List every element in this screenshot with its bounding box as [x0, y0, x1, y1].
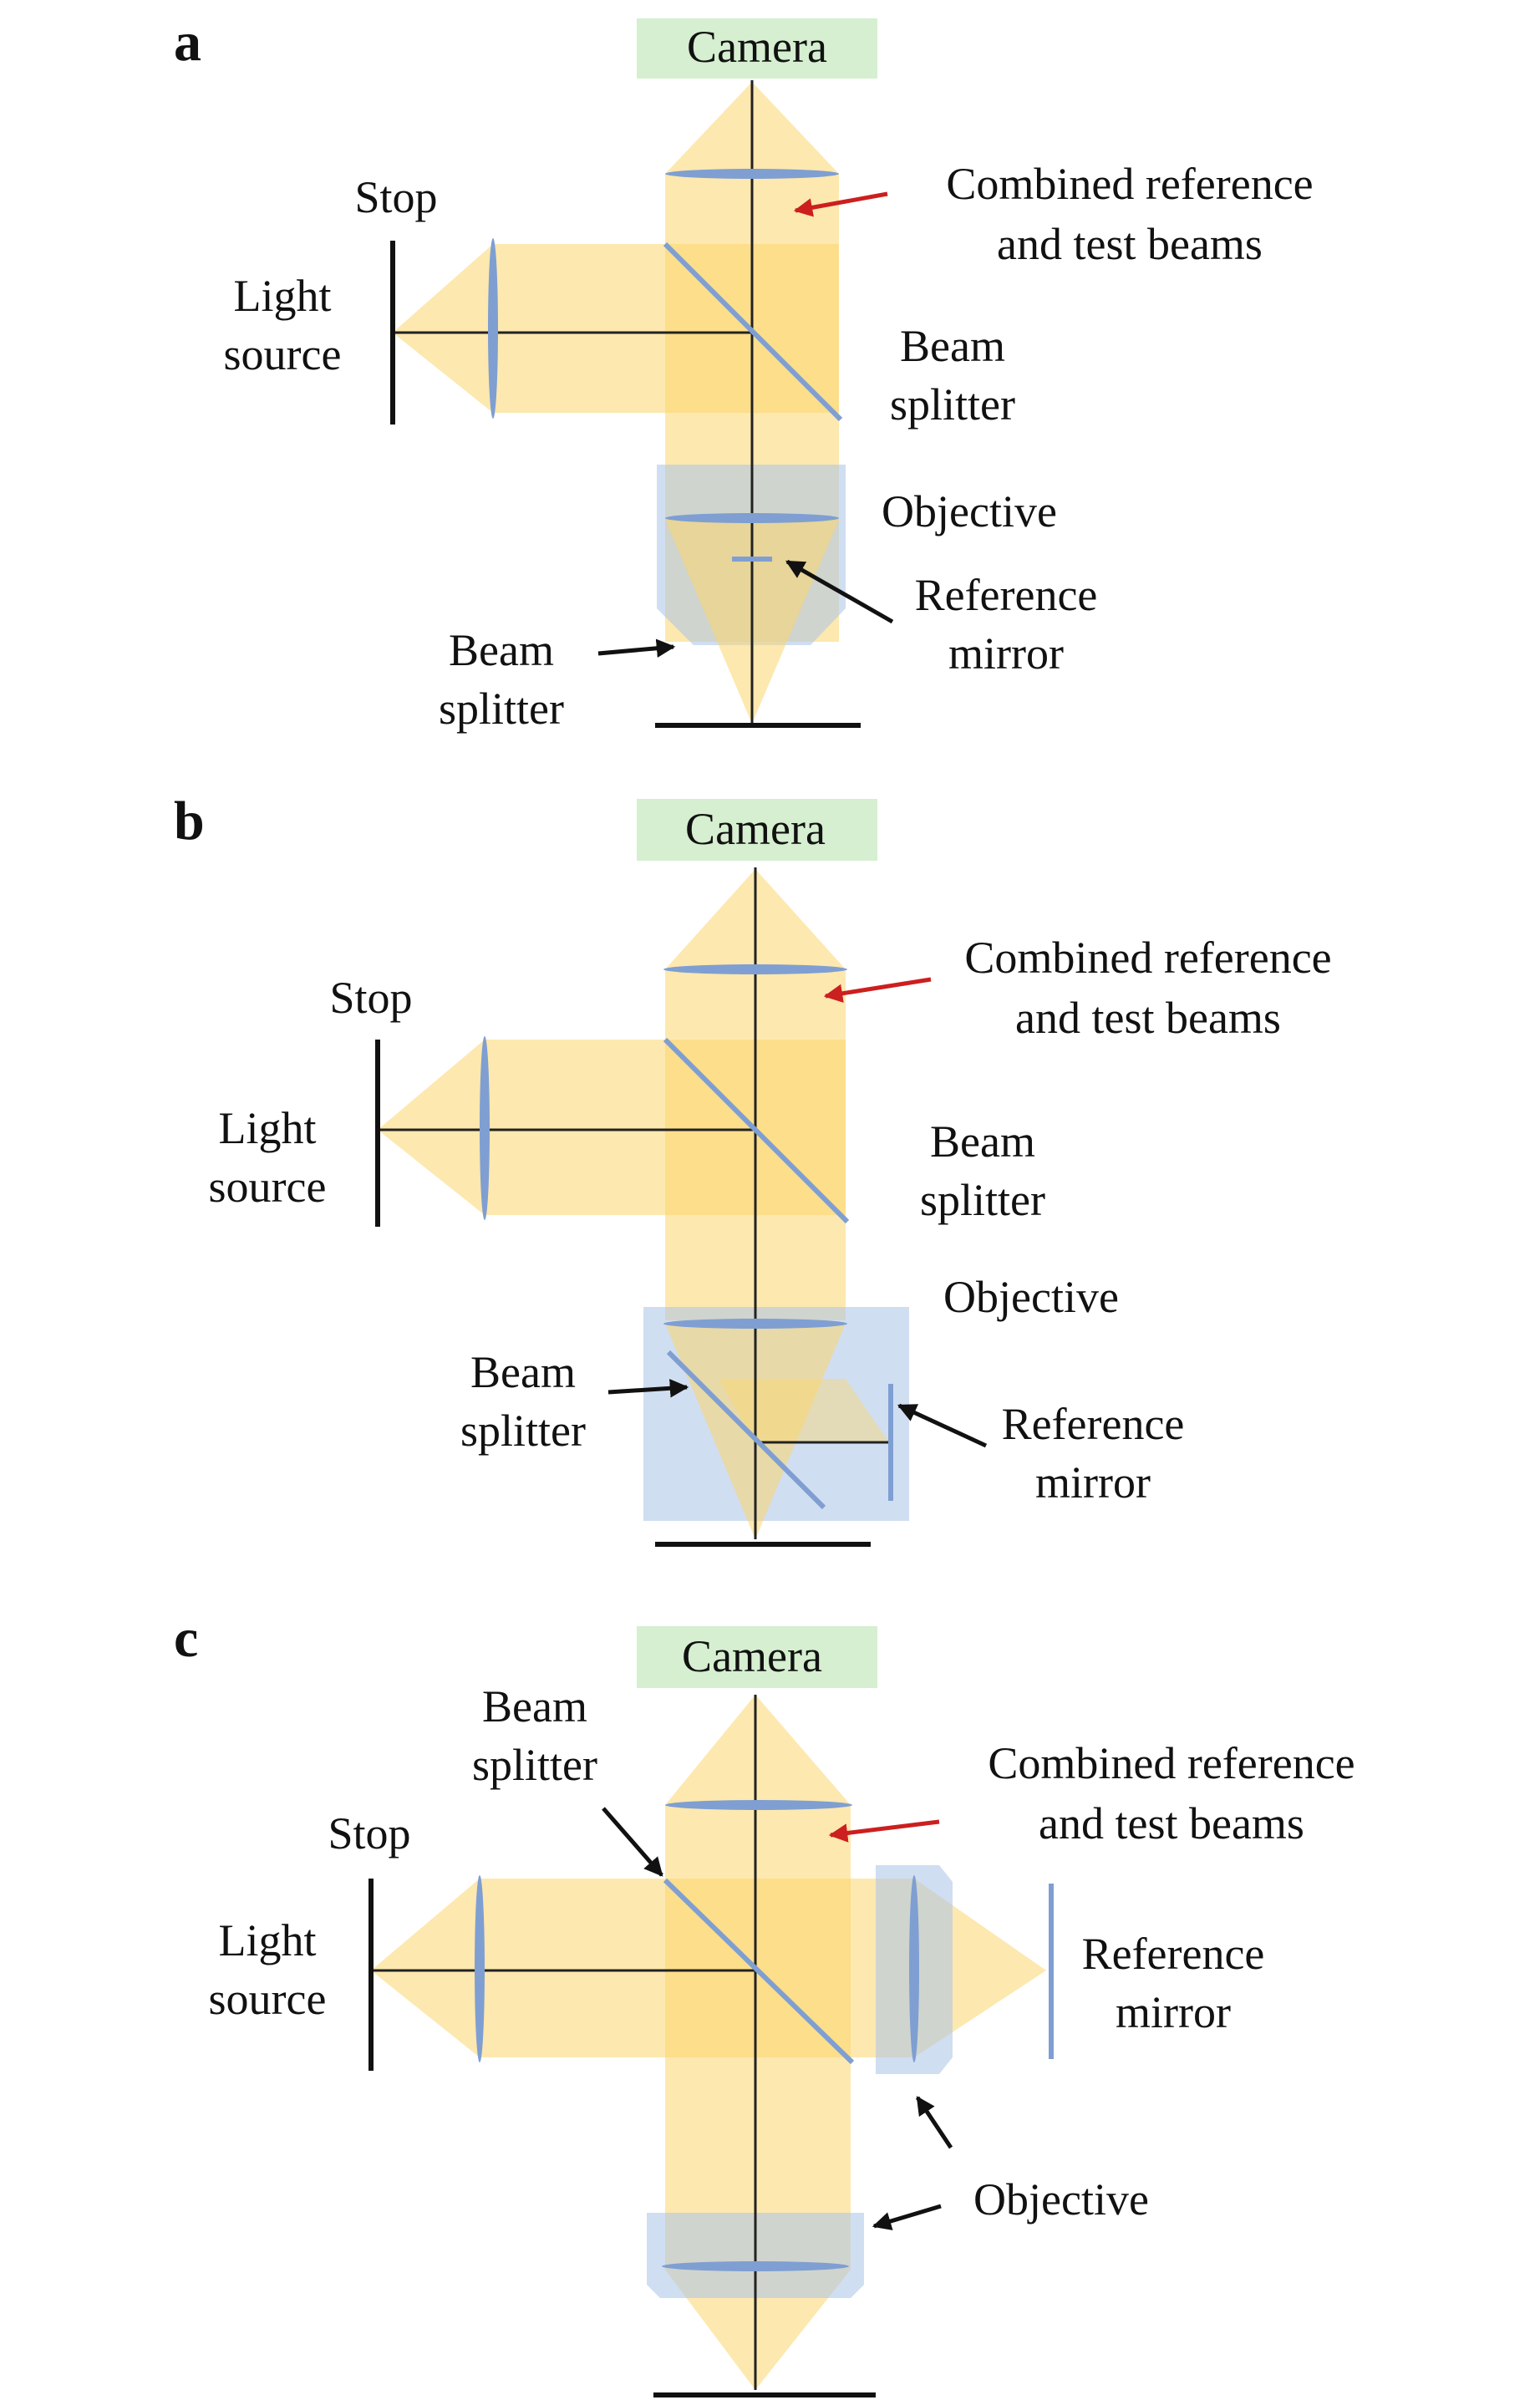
beam-splitter-pointer: [602, 1807, 663, 1877]
beam-splitter-label-line2: splitter: [890, 379, 1015, 430]
beam-splitter: [663, 1037, 850, 1224]
light-source-label-line2: source: [224, 329, 342, 379]
beam-splitter2-label-line2: splitter: [439, 684, 564, 734]
sample-objective-pointer: [872, 2204, 942, 2230]
panel-letter: c: [174, 1608, 198, 1669]
collimator-lens: [475, 1875, 485, 2062]
panel-letter: b: [174, 791, 205, 852]
light-source-label-line1: Light: [219, 1103, 317, 1153]
source-beam-cone: [393, 244, 493, 413]
camera-lens: [665, 1800, 852, 1810]
beam-splitter2-label-line2: splitter: [460, 1406, 586, 1456]
beam-splitter-label-line1: Beam: [482, 1681, 587, 1731]
sample-focus-cone: [665, 2270, 851, 2390]
stop-label: Stop: [329, 973, 412, 1023]
beam-splitter-label-line2: splitter: [472, 1740, 597, 1790]
beam-splitter: [663, 242, 843, 422]
beam-splitter-label-line2: splitter: [920, 1175, 1045, 1225]
collimator-lens: [480, 1036, 490, 1220]
camera-lens: [665, 169, 839, 179]
reference-mirror: [732, 557, 772, 562]
camera-box: [637, 18, 877, 79]
panel-b: b Camera Combined reference and test bea…: [174, 791, 1332, 1547]
reference-mirror-label-line1: Reference: [1002, 1399, 1185, 1449]
objective-lens: [665, 513, 839, 523]
reference-mirror-label-line2: mirror: [1116, 1987, 1231, 2037]
reference-objective-pointer: [915, 2096, 953, 2149]
combined-label-line1: Combined reference: [964, 933, 1331, 983]
light-source-label-line1: Light: [219, 1915, 317, 1965]
stop-label: Stop: [354, 172, 437, 222]
horizontal-beam: [493, 244, 839, 413]
combined-label-line1: Combined reference: [946, 159, 1313, 209]
source-beam-cone: [378, 1040, 485, 1215]
beam-splitter-pointer: [597, 638, 676, 658]
beam-splitter: [663, 1878, 855, 2065]
reference-arm-cone: [719, 1379, 889, 1442]
combined-beams-pointer: [828, 1819, 940, 1843]
beam-splitter2-label-line1: Beam: [449, 625, 554, 675]
reference-mirror-label-line2: mirror: [1035, 1457, 1151, 1508]
combined-label-line2: and test beams: [997, 219, 1263, 269]
combined-beams-pointer: [793, 191, 888, 217]
camera-label: Camera: [687, 22, 827, 72]
panel-a: a Camera Combined reference and test bea…: [174, 12, 1314, 734]
camera-label: Camera: [682, 1631, 822, 1681]
combined-label-line1: Combined reference: [988, 1738, 1354, 1788]
collimator-lens: [488, 238, 498, 419]
objective-label: Objective: [943, 1272, 1119, 1322]
combined-label-line2: and test beams: [1015, 993, 1281, 1043]
output-beam-cone: [665, 1695, 851, 1805]
panel-c: c Camera Beam splitter Combined: [174, 1608, 1355, 2397]
camera-lens: [663, 964, 847, 974]
source-beam-cone: [371, 1879, 480, 2057]
stop-label: Stop: [328, 1808, 410, 1858]
reference-objective-lens: [909, 1875, 919, 2062]
objective-label: Objective: [882, 486, 1057, 536]
objective-label: Objective: [973, 2174, 1149, 2225]
mirau-beam-splitter: [666, 1350, 826, 1510]
reference-mirror-label-line2: mirror: [948, 628, 1064, 679]
camera-label: Camera: [685, 804, 826, 854]
reference-mirror-label-line1: Reference: [915, 570, 1098, 620]
combined-beams-pointer: [823, 977, 932, 1003]
reference-mirror-pointer: [785, 559, 894, 624]
beam-splitter-label-line1: Beam: [900, 321, 1005, 371]
reference-mirror-label-line1: Reference: [1082, 1929, 1265, 1979]
beam-splitter2-label-line1: Beam: [470, 1347, 576, 1397]
camera-box: [637, 1626, 877, 1688]
beam-splitter-label-line1: Beam: [930, 1116, 1035, 1167]
horizontal-beam: [485, 1040, 846, 1215]
objective-lens: [663, 1319, 847, 1329]
panel-letter: a: [174, 12, 201, 73]
sample-objective-lens: [662, 2261, 849, 2271]
reference-mirror-pointer: [897, 1403, 988, 1448]
light-source-label-line2: source: [209, 1162, 327, 1212]
beam-splitter-pointer: [607, 1379, 689, 1398]
light-source-label-line1: Light: [234, 271, 332, 321]
light-source-label-line2: source: [209, 1974, 327, 2024]
camera-box: [637, 799, 877, 861]
horizontal-beam: [480, 1879, 914, 2057]
combined-label-line2: and test beams: [1039, 1798, 1304, 1848]
